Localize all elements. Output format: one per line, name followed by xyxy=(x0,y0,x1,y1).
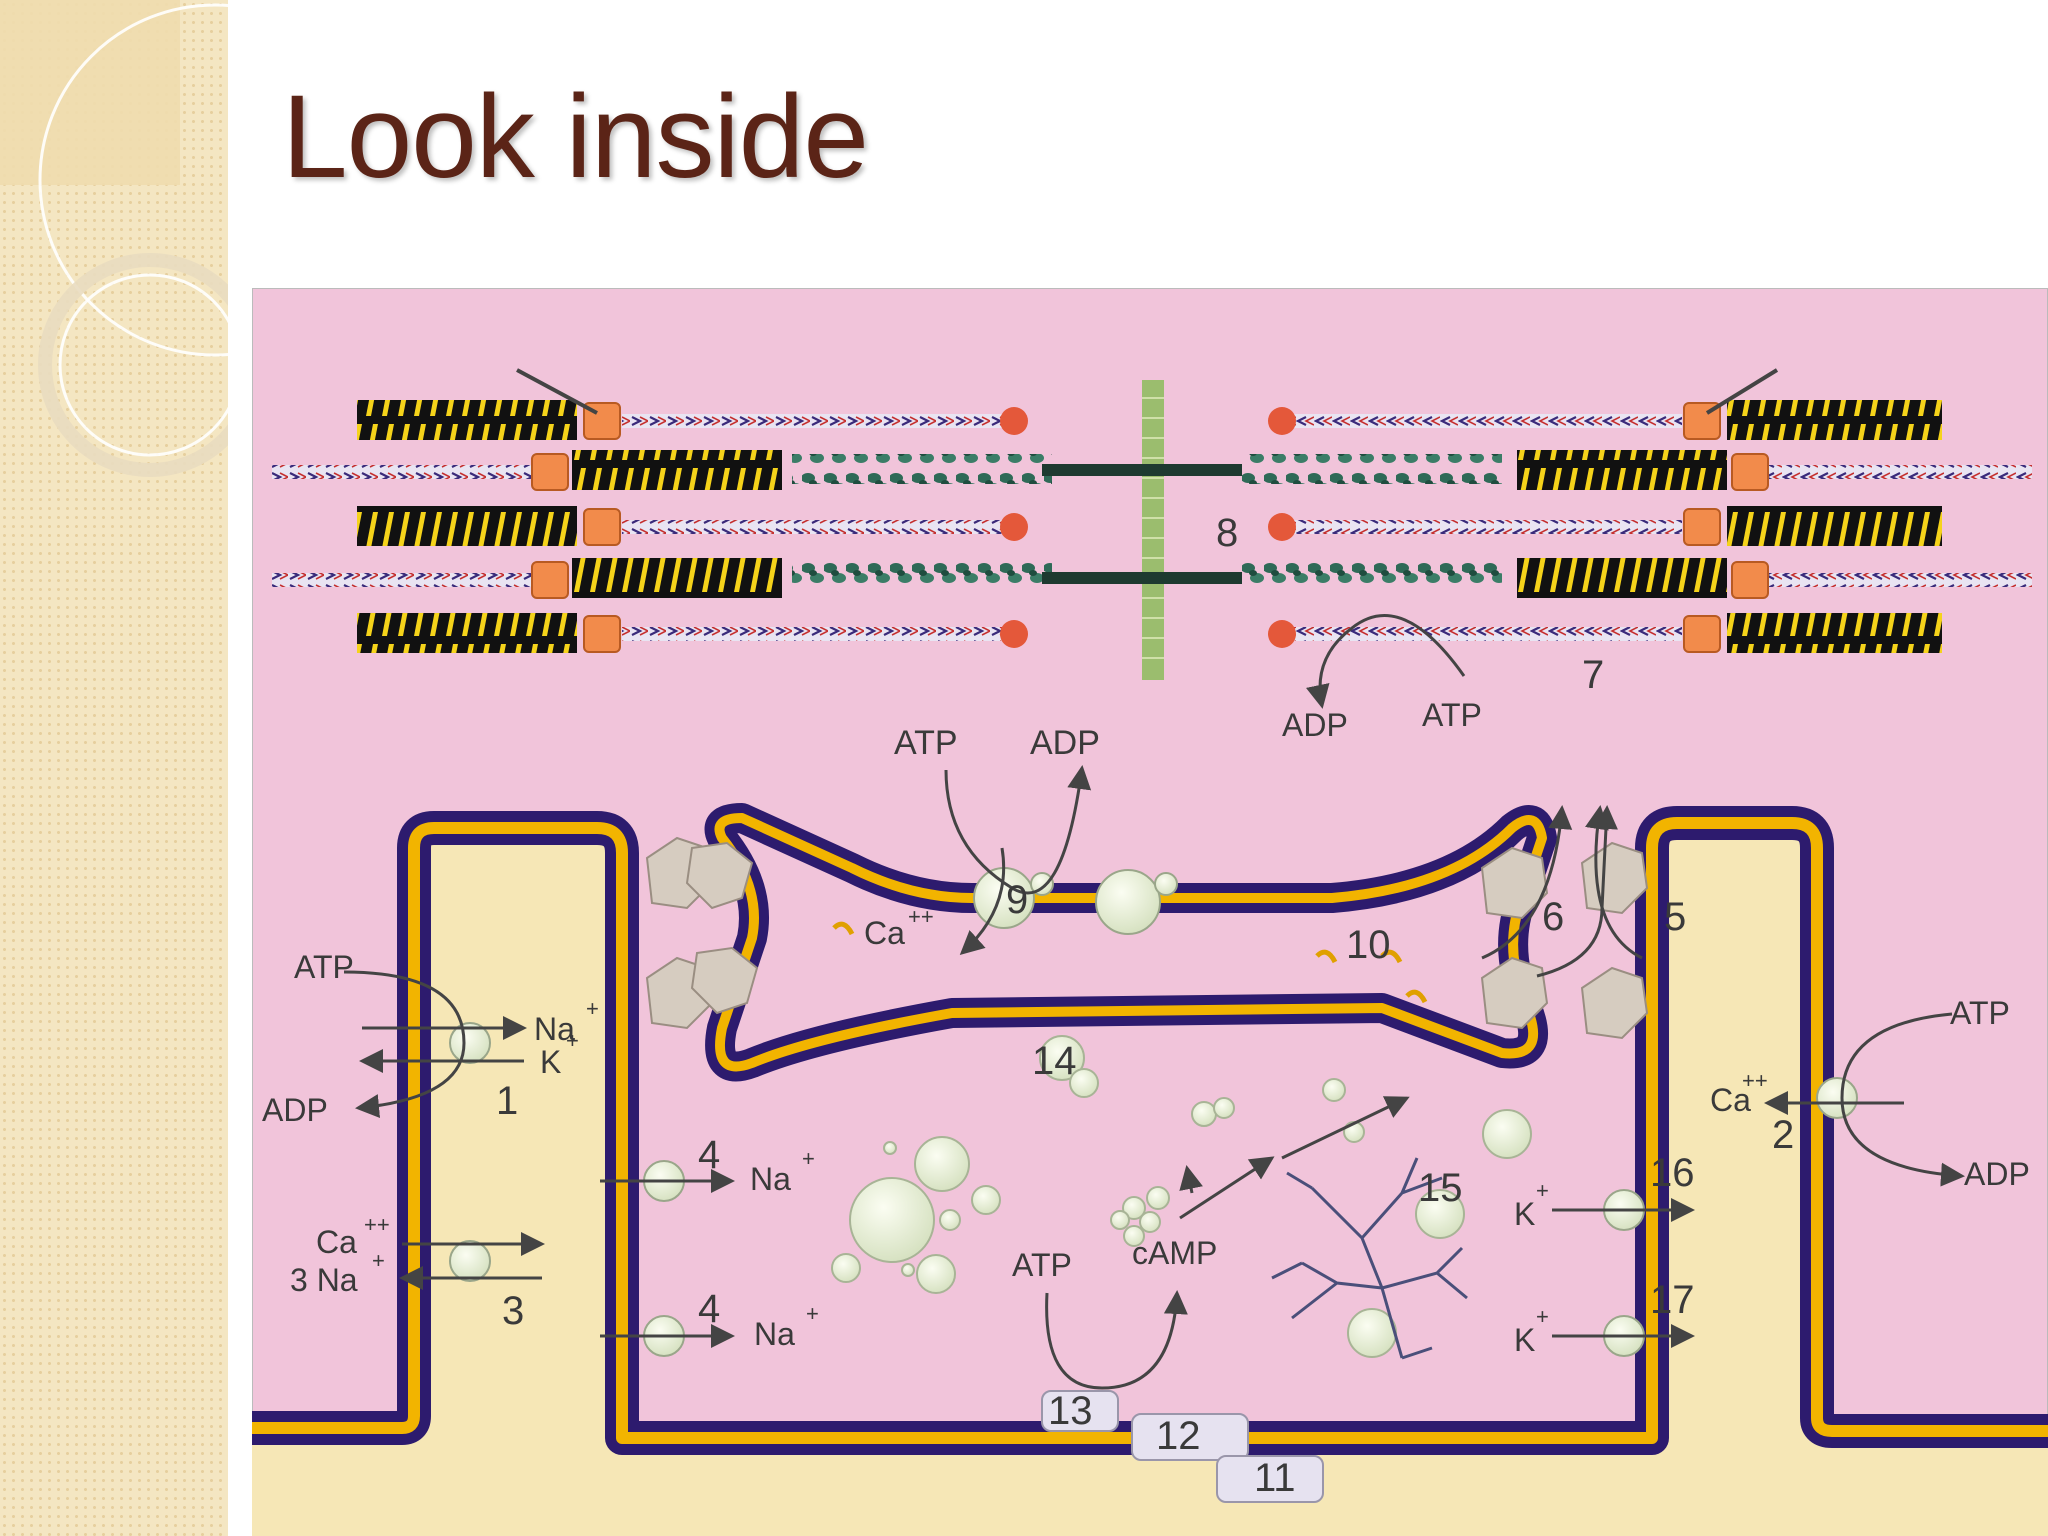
label-ca-2-charge: ++ xyxy=(1742,1068,1768,1093)
label-adp-7: ADP xyxy=(1282,707,1348,743)
label-atp-7: ATP xyxy=(1422,697,1482,733)
label-camp: cAMP xyxy=(1132,1235,1217,1271)
decorative-sidebar xyxy=(0,0,230,1536)
label-na-1-charge: + xyxy=(586,996,599,1021)
myofilaments xyxy=(272,400,2032,653)
label-ca-3-charge: ++ xyxy=(364,1212,390,1237)
label-na-1: Na xyxy=(534,1011,575,1047)
number-9: 9 xyxy=(1006,878,1028,922)
number-14: 14 xyxy=(1032,1039,1077,1083)
calcium-ion-markers xyxy=(832,921,1428,1004)
label-adp-2: ADP xyxy=(1964,1156,2030,1192)
number-11: 11 xyxy=(1254,1456,1296,1500)
label-ca-2: Ca xyxy=(1710,1082,1751,1118)
label-atp-1: ATP xyxy=(294,949,354,985)
label-3na-charge: + xyxy=(372,1248,385,1273)
slide-title: Look inside xyxy=(282,71,869,203)
number-4b: 4 xyxy=(698,1287,720,1331)
label-adp-9: ADP xyxy=(1030,724,1100,762)
label-atp-2: ATP xyxy=(1950,995,2010,1031)
label-na-4b-charge: + xyxy=(806,1301,819,1326)
sidebar-divider xyxy=(228,0,232,1536)
number-4a: 4 xyxy=(698,1133,720,1177)
diagram-labels: ATP ADP Na + K + Ca ++ 3 Na + Na + Na + … xyxy=(262,697,2030,1358)
label-atp-13: ATP xyxy=(1012,1247,1072,1283)
label-atp-9: ATP xyxy=(894,724,958,762)
number-2: 2 xyxy=(1772,1113,1794,1157)
label-k-17-charge: + xyxy=(1536,1304,1549,1329)
number-10: 10 xyxy=(1346,923,1391,967)
label-k-16-charge: + xyxy=(1536,1178,1549,1203)
number-12: 12 xyxy=(1156,1414,1201,1458)
sidebar-circles-ornament xyxy=(0,0,230,477)
number-17: 17 xyxy=(1650,1278,1695,1322)
label-na-4b: Na xyxy=(754,1316,795,1352)
label-ca-3: Ca xyxy=(316,1224,357,1260)
label-ca-9-charge: ++ xyxy=(908,904,934,929)
label-na-4a: Na xyxy=(750,1161,791,1197)
label-k-1-charge: + xyxy=(566,1028,579,1053)
number-5: 5 xyxy=(1664,895,1686,939)
label-k-1: K xyxy=(540,1044,561,1080)
number-3: 3 xyxy=(502,1289,524,1333)
label-adp-1: ADP xyxy=(262,1092,328,1128)
number-6: 6 xyxy=(1542,895,1564,939)
label-k-17: K xyxy=(1514,1322,1535,1358)
z-line-ticks xyxy=(1142,397,1164,659)
label-3na: 3 Na xyxy=(290,1262,358,1298)
label-k-16: K xyxy=(1514,1196,1535,1232)
muscle-cell-diagram: ATP ADP Na + K + Ca ++ 3 Na + Na + Na + … xyxy=(252,288,2048,1536)
number-7: 7 xyxy=(1582,653,1604,697)
reaction-arrows xyxy=(343,614,1965,1390)
number-15: 15 xyxy=(1418,1166,1463,1210)
number-1: 1 xyxy=(496,1079,518,1123)
titin-connectors xyxy=(516,368,1779,415)
glycogen-branch xyxy=(1271,1157,1468,1360)
label-ca-9: Ca xyxy=(864,915,905,951)
label-na-4a-charge: + xyxy=(802,1146,815,1171)
z-line xyxy=(1142,380,1164,680)
z-disc-end-beads xyxy=(1000,407,1296,648)
number-8: 8 xyxy=(1216,511,1238,555)
number-16: 16 xyxy=(1650,1151,1695,1195)
cytoplasm-vesicles xyxy=(831,1035,1532,1358)
number-13: 13 xyxy=(1048,1389,1093,1433)
adenylate-cyclase-complex xyxy=(1041,1390,1324,1503)
diagram-numbers: 1 2 3 4 4 5 6 7 8 9 10 11 12 13 14 15 16… xyxy=(496,511,1794,1500)
